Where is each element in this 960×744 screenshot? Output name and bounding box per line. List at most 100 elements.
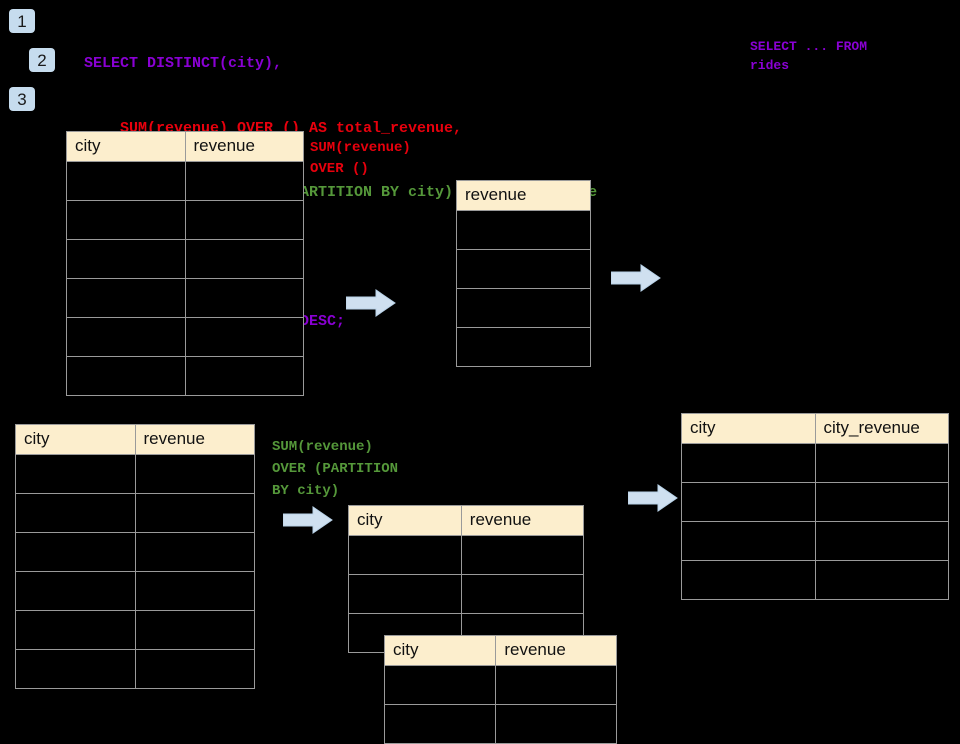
total-revenue-table: revenue (456, 180, 591, 367)
cell (134, 649, 255, 689)
annotation-sum-over-partition: SUM(revenue) OVER (PARTITION BY city) (272, 439, 399, 499)
step-badge-3: 3 (9, 87, 35, 111)
cell (681, 443, 816, 483)
cell (814, 560, 949, 600)
flow-arrow-right-icon (346, 289, 396, 317)
column-header-revenue: revenue (495, 635, 617, 666)
table-row (66, 317, 304, 357)
table-header-row: revenue (456, 180, 591, 211)
table-row (383, 704, 617, 744)
partition-group-table-1: city revenue (348, 505, 585, 653)
table-row (15, 493, 255, 533)
table-row (66, 200, 304, 240)
cell (134, 571, 255, 611)
cell (66, 200, 186, 240)
cell (456, 249, 591, 289)
table-row (66, 278, 304, 318)
column-header-city: city (383, 635, 497, 666)
cell (15, 493, 136, 533)
cell (15, 610, 136, 650)
cell (495, 665, 617, 705)
cell (15, 571, 136, 611)
rides-source-table-bottom: city revenue (15, 424, 255, 689)
annotation-sum-over-empty: SUM(revenue) OVER () (310, 140, 411, 177)
cell (814, 443, 949, 483)
flow-arrow-right-icon (628, 484, 678, 512)
column-header-city: city (15, 424, 136, 455)
cell (814, 482, 949, 522)
table-header-row: city revenue (66, 131, 304, 162)
column-header-city-revenue: city_revenue (814, 413, 949, 444)
cell (66, 239, 186, 279)
flow-arrow-right-icon (283, 506, 333, 534)
partition-group-table-2: city revenue (383, 635, 617, 744)
cell (134, 532, 255, 572)
cell (184, 317, 304, 357)
cell (66, 278, 186, 318)
table-row (15, 610, 255, 650)
table-row (66, 356, 304, 396)
table-row (15, 532, 255, 572)
table-row (681, 560, 949, 600)
cell (383, 704, 497, 744)
table-row (681, 521, 949, 561)
table-header-row: city city_revenue (681, 413, 949, 444)
table-row (15, 649, 255, 689)
table-row (15, 454, 255, 494)
table-row (383, 665, 617, 705)
table-row (66, 161, 304, 201)
step-badge-1: 1 (9, 9, 35, 33)
table-row (456, 327, 591, 367)
cell (184, 161, 304, 201)
table-row (348, 535, 585, 575)
table-row (681, 443, 949, 483)
cell (681, 521, 816, 561)
cell (184, 239, 304, 279)
table-row (456, 288, 591, 328)
cell (681, 560, 816, 600)
rides-source-table-top: city revenue (66, 131, 304, 396)
cell (184, 356, 304, 396)
cell (15, 454, 136, 494)
final-result-table: city city_revenue (681, 413, 949, 600)
cell (15, 532, 136, 572)
cell (184, 200, 304, 240)
column-header-city: city (681, 413, 816, 444)
cell (456, 210, 591, 250)
table-row (456, 210, 591, 250)
cell (184, 278, 304, 318)
cell (66, 356, 186, 396)
table-row (66, 239, 304, 279)
column-header-city: city (348, 505, 462, 536)
column-header-revenue: revenue (134, 424, 255, 455)
cell (15, 649, 136, 689)
cell (66, 161, 186, 201)
cell (348, 574, 462, 614)
cell (814, 521, 949, 561)
annotation-select-from: SELECT ... FROM rides (750, 39, 868, 73)
table-header-row: city revenue (15, 424, 255, 455)
table-header-row: city revenue (348, 505, 585, 536)
cell (134, 493, 255, 533)
table-row (456, 249, 591, 289)
cell (460, 535, 585, 575)
flow-arrow-right-icon (611, 264, 661, 292)
cell (348, 535, 462, 575)
column-header-revenue: revenue (460, 505, 585, 536)
cell (460, 574, 585, 614)
table-header-row: city revenue (383, 635, 617, 666)
cell (66, 317, 186, 357)
table-row (15, 571, 255, 611)
column-header-revenue: revenue (456, 180, 591, 211)
column-header-revenue: revenue (184, 131, 304, 162)
cell (383, 665, 497, 705)
column-header-city: city (66, 131, 186, 162)
table-row (681, 482, 949, 522)
cell (681, 482, 816, 522)
cell (456, 327, 591, 367)
cell (495, 704, 617, 744)
table-row (348, 574, 585, 614)
cell (134, 610, 255, 650)
cell (456, 288, 591, 328)
cell (134, 454, 255, 494)
